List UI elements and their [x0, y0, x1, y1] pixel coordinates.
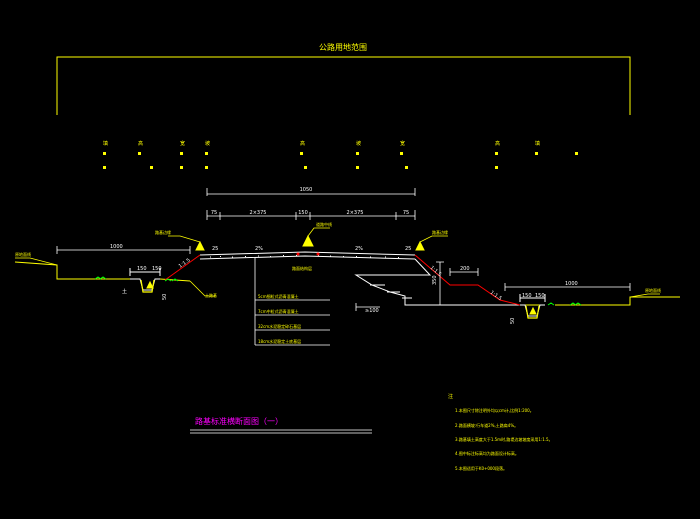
right-ditch-marker: [529, 306, 537, 315]
ground-line: [14, 261, 680, 306]
right-lane-label: 2×375: [347, 210, 364, 216]
crown-left-label: 2%: [255, 246, 263, 252]
left-ditch-label: 150: [137, 266, 147, 272]
right-berm-label: 200: [460, 266, 470, 272]
right-ditch-depth-label: 50: [510, 318, 516, 324]
column-marker: 坡: [205, 140, 210, 147]
left-subgrade-label: 土路基: [205, 292, 217, 298]
left-edge-marker: [195, 240, 205, 251]
ditch-lining: [140, 279, 540, 319]
left-ditch-r-label: 150: [152, 266, 162, 272]
left-ditch-depth-label: 50: [162, 294, 168, 300]
left-top-tag: 土: [122, 288, 127, 295]
top-column-dots: [103, 152, 578, 169]
right-ditch: [519, 294, 546, 317]
left-ditch: [129, 268, 161, 291]
left-fill-edge-label: 路基边缘: [155, 229, 171, 235]
top-layer-label: 路面结构层: [292, 265, 312, 271]
embankment-outline: [199, 251, 520, 306]
column-marker: 高: [495, 140, 500, 147]
median-label: 150: [298, 210, 308, 216]
layer-row: 5cm细粒式沥青混凝土: [258, 293, 299, 299]
column-marker: 填: [103, 140, 108, 147]
offset-dimensions: [56, 246, 631, 291]
crown-right-label: 2%: [355, 246, 363, 252]
right-edge-marker: [415, 240, 425, 251]
left-lane-label: 2×375: [250, 210, 267, 216]
right-shoulder-label: 75: [403, 210, 409, 216]
survey-markers: [146, 234, 537, 315]
callout-lines: [15, 227, 660, 298]
note-line: 5.本图适用于K0+000段落。: [455, 465, 507, 471]
side-slopes: [164, 254, 521, 306]
land-boundary-bracket: [56, 56, 631, 115]
layer-row: 7cm中粒式沥青混凝土: [258, 308, 299, 314]
centerline-marker: [302, 234, 314, 247]
right-ditch-label: 150: [522, 293, 532, 299]
right-fill-edge-label: 路基边缘: [432, 229, 448, 235]
curb-right-label: 25: [405, 246, 411, 252]
top-dimension-lines: [206, 188, 416, 220]
notes-title: 注: [448, 393, 453, 400]
left-offset-label: 1000: [110, 244, 123, 250]
berm-depth-label: ≥100: [365, 308, 379, 314]
right-offset-label: 1000: [565, 281, 578, 287]
land-boundary-title: 公路用地范围: [319, 42, 367, 52]
column-marker: 宽: [180, 140, 185, 147]
pavement-hatching: [210, 255, 399, 258]
left-shoulder-label: 75: [211, 210, 217, 216]
column-marker: 高: [138, 140, 143, 147]
right-ground-line-label: 原地面线: [645, 287, 661, 293]
layer-row: 18cm水泥稳定土底基层: [258, 338, 301, 344]
embank-height-label: 350: [432, 275, 438, 285]
centerline-label: 道路中线: [316, 221, 332, 227]
left-ground-line-label: 原地面线: [15, 251, 31, 257]
section-title: 路基标准横断面图（一）: [195, 416, 283, 426]
note-line: 2.路面横坡:行车道2%,土路肩4%。: [455, 422, 518, 428]
grass-marks: [94, 276, 582, 306]
column-marker: 填: [535, 140, 540, 147]
section-title-underline: [190, 429, 372, 434]
column-marker: 坡: [356, 140, 361, 147]
berm-dimension: [436, 261, 479, 305]
layer-row: 32cm水泥稳定碎石基层: [258, 323, 301, 329]
right-ditch-r-label: 150: [535, 293, 545, 299]
note-line: 1.本图尺寸除注明外均以cm计,比例1:200。: [455, 407, 534, 413]
top-column-markers: 填 高 宽 坡 高 坡 宽 高 填: [103, 140, 540, 147]
left-slope-label: 1:1.5: [178, 257, 192, 269]
total-width-label: 1050: [300, 187, 313, 193]
berm-depth-dimension: [355, 303, 380, 311]
column-marker: 高: [300, 140, 305, 147]
curb-left-label: 25: [212, 246, 218, 252]
layer-table: [254, 258, 330, 346]
note-line: 3.路基填土高度大于1.5m时,路堤边坡坡度采用1:1.5。: [455, 436, 553, 442]
note-line: 4.图中标注标高均为路面设计标高。: [455, 450, 519, 456]
left-ditch-marker: [146, 280, 154, 289]
centerline-dots: [296, 252, 320, 256]
column-marker: 宽: [400, 140, 405, 147]
